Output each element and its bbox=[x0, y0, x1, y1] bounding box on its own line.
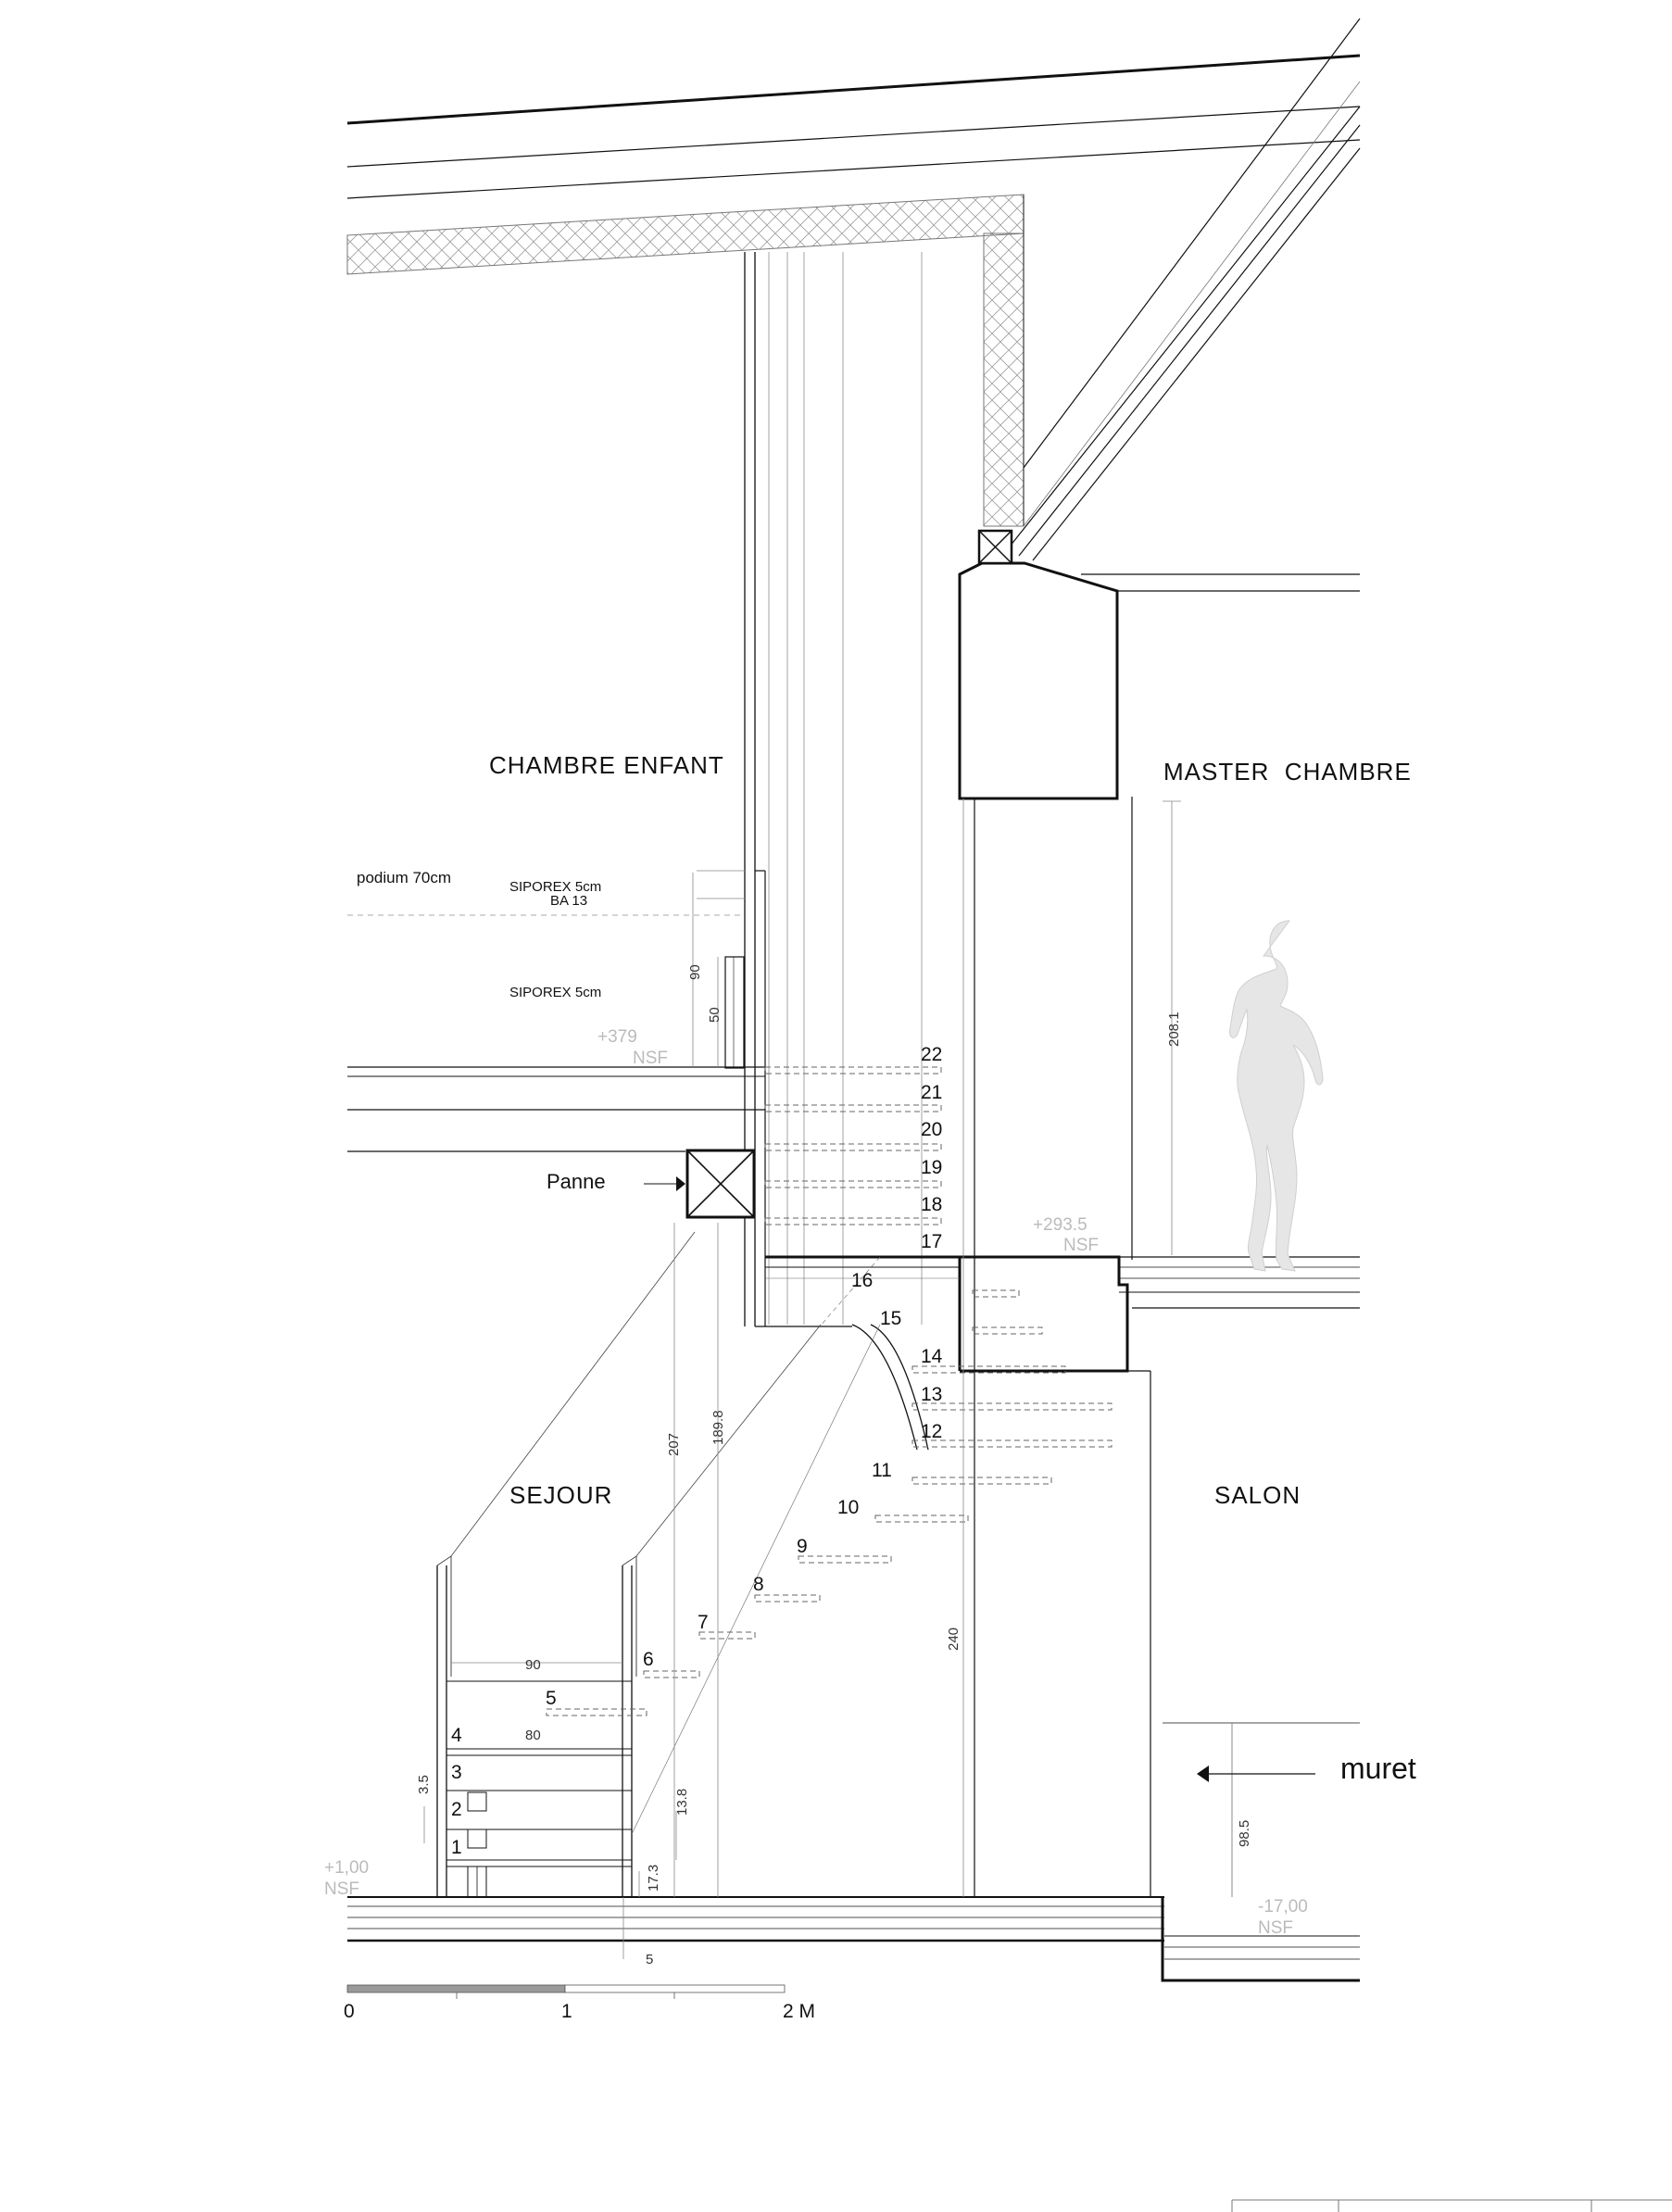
lower-stair bbox=[436, 1231, 881, 1898]
step-number: 7 bbox=[698, 1612, 709, 1633]
level-ref: NSF bbox=[633, 1049, 668, 1068]
step-number: 6 bbox=[643, 1649, 654, 1670]
dimension-5: 5 bbox=[646, 1952, 653, 1967]
step-number: 21 bbox=[921, 1082, 942, 1103]
step-number: 9 bbox=[797, 1536, 808, 1557]
step-number: 2 bbox=[451, 1799, 462, 1820]
chimney-block bbox=[958, 529, 1360, 800]
step-number: 4 bbox=[451, 1725, 462, 1746]
siporex-lower-note: SIPOREX 5cm bbox=[509, 985, 601, 1000]
dimension-207: 207 bbox=[666, 1433, 682, 1456]
panne-beam bbox=[644, 1149, 756, 1219]
level-value: +1,00 bbox=[324, 1858, 369, 1878]
step-number: 13 bbox=[921, 1384, 942, 1405]
step-number: 17 bbox=[921, 1231, 942, 1252]
room-label-master-chambre: MASTER CHAMBRE bbox=[1163, 758, 1412, 786]
scale-label-two: 2 M bbox=[783, 2001, 815, 2022]
title-block-edge bbox=[1231, 2199, 1672, 2212]
step-number: 18 bbox=[921, 1194, 942, 1215]
ground-floor bbox=[347, 1722, 1360, 1982]
step-number: 15 bbox=[880, 1308, 901, 1329]
dimension-240: 240 bbox=[946, 1628, 962, 1651]
dimension-90-rail: 90 bbox=[525, 1657, 541, 1673]
muret-label: muret bbox=[1340, 1752, 1416, 1785]
dimension-13-8: 13.8 bbox=[674, 1789, 690, 1816]
step-number: 22 bbox=[921, 1044, 942, 1065]
dimension-17-3: 17.3 bbox=[646, 1865, 661, 1892]
level-ref: NSF bbox=[1063, 1236, 1099, 1255]
step-number: 11 bbox=[872, 1460, 892, 1481]
dimension-lines bbox=[423, 798, 1233, 1959]
dimension-90-upper: 90 bbox=[687, 964, 703, 980]
step-number: 16 bbox=[851, 1270, 873, 1291]
step-number: 10 bbox=[837, 1497, 859, 1518]
step-number: 1 bbox=[451, 1837, 462, 1858]
dimension-189: 189.8 bbox=[710, 1410, 726, 1445]
room-label-chambre-enfant: CHAMBRE ENFANT bbox=[489, 751, 724, 779]
scale-label-zero: 0 bbox=[344, 2001, 355, 2022]
ba13-note: BA 13 bbox=[550, 893, 587, 909]
step-number: 12 bbox=[921, 1421, 942, 1442]
person-silhouette bbox=[1229, 920, 1324, 1272]
dimension-208: 208.1 bbox=[1166, 1012, 1182, 1047]
step-number: 5 bbox=[546, 1688, 557, 1709]
podium-note: podium 70cm bbox=[357, 869, 451, 886]
step-number: 14 bbox=[921, 1346, 943, 1367]
step-number: 3 bbox=[451, 1762, 462, 1783]
siporex-upper-note: SIPOREX 5cm bbox=[509, 879, 601, 895]
level-value: +379 bbox=[597, 1027, 637, 1047]
step-number: 8 bbox=[753, 1574, 764, 1595]
master-floor-slab bbox=[755, 1255, 1360, 1451]
level-value: +293.5 bbox=[1033, 1215, 1087, 1235]
stair-treads bbox=[546, 1066, 1113, 1716]
level-ref: NSF bbox=[324, 1879, 359, 1899]
step-number: 19 bbox=[921, 1157, 942, 1178]
step-number: 20 bbox=[921, 1119, 942, 1140]
room-label-sejour: SEJOUR bbox=[509, 1481, 612, 1509]
dimension-3-5: 3.5 bbox=[416, 1775, 432, 1794]
panne-label: Panne bbox=[547, 1170, 606, 1193]
room-label-salon: SALON bbox=[1214, 1481, 1301, 1509]
roof-structure bbox=[346, 18, 1361, 561]
level-ref: NSF bbox=[1258, 1918, 1293, 1938]
scale-label-one: 1 bbox=[561, 2001, 572, 2022]
dimension-98-5: 98.5 bbox=[1237, 1820, 1252, 1847]
muret-arrow bbox=[1197, 1766, 1315, 1782]
dimension-50: 50 bbox=[707, 1007, 723, 1023]
scale-bar bbox=[346, 1984, 786, 1999]
level-value: -17,00 bbox=[1258, 1897, 1308, 1917]
dimension-80: 80 bbox=[525, 1728, 541, 1743]
upper-floor-slab bbox=[347, 870, 766, 1326]
